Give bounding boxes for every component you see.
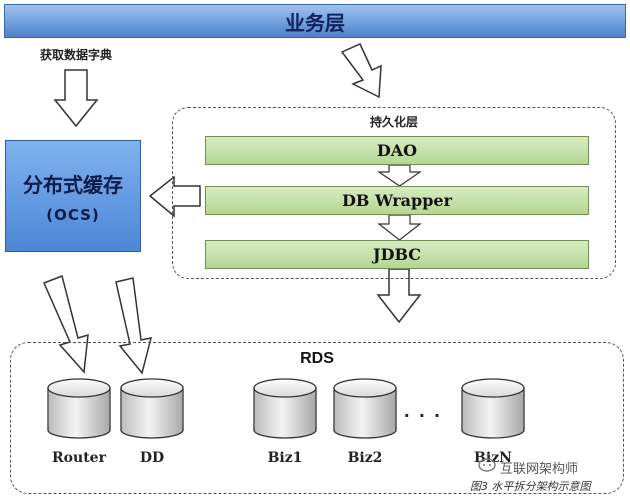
database-cylinder-biz1 (253, 378, 317, 439)
database-cylinder-biz2 (333, 378, 397, 439)
db-label-router: Router (52, 450, 106, 466)
business-layer-bar: 业务层 (4, 4, 626, 38)
layer-jdbc-label: JDBC (373, 245, 421, 264)
layer-dao: DAO (205, 136, 589, 165)
arrow-persistence-to-cache (148, 175, 201, 218)
arrow-dbwrapper-to-jdbc (377, 214, 422, 241)
layer-dao-label: DAO (376, 141, 418, 160)
cache-subtitle: (OCS) (46, 205, 100, 224)
chat-bubble-icon (478, 458, 496, 472)
database-cylinder-bizn (461, 378, 525, 439)
layer-jdbc: JDBC (205, 240, 589, 269)
arrow-cache-to-dd (115, 277, 153, 375)
figure-caption: 图3 水平拆分架构示意图 (470, 480, 591, 493)
arrow-persistence-to-rds (376, 268, 422, 324)
layer-db-wrapper-label: DB Wrapper (342, 191, 452, 210)
database-cylinder-dd (120, 378, 184, 439)
rds-title: RDS (300, 350, 334, 367)
rds-frame (10, 342, 624, 494)
cache-title: 分布式缓存 (23, 172, 123, 197)
arrow-dictionary-to-cache (53, 69, 99, 128)
more-databases-ellipsis: . . . (404, 400, 442, 422)
db-label-biz1: Biz1 (267, 450, 303, 466)
db-label-bizn: BizN (474, 450, 512, 466)
persistence-layer-frame (172, 107, 616, 279)
arrow-business-to-persistence (340, 43, 382, 99)
database-cylinder-router (47, 378, 111, 439)
distributed-cache-box: 分布式缓存 (OCS) (5, 140, 141, 252)
db-label-biz2: Biz2 (347, 450, 383, 466)
arrow-dao-to-dbwrapper (377, 164, 422, 187)
db-label-dd: DD (139, 450, 165, 466)
business-layer-label: 业务层 (285, 10, 345, 35)
layer-db-wrapper: DB Wrapper (205, 186, 589, 215)
watermark-text: 互联网架构师 (500, 462, 579, 477)
persistence-layer-title: 持久化层 (369, 115, 418, 129)
dictionary-label: 获取数据字典 (40, 48, 113, 62)
